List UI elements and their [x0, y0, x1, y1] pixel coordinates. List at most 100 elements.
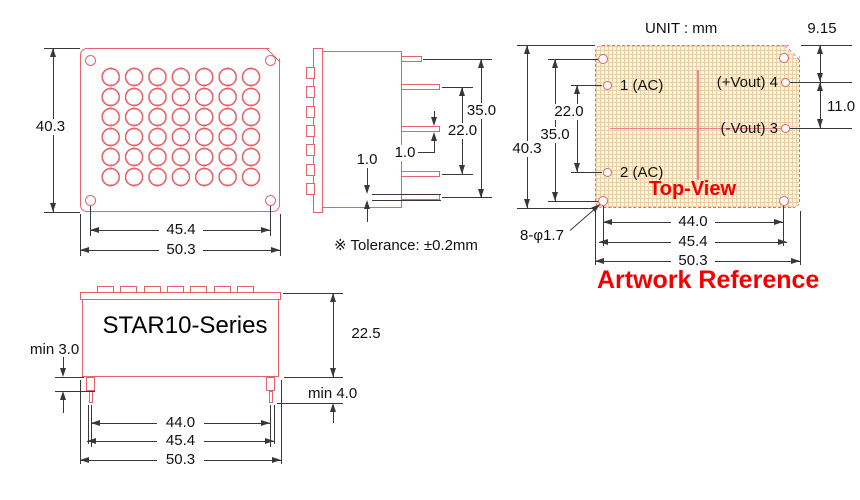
arrowhead [774, 219, 783, 225]
ext-line [517, 44, 595, 46]
vent-hole-grid [99, 67, 263, 187]
arrowhead [50, 48, 56, 57]
ext-line [423, 58, 492, 60]
ext-line [283, 292, 343, 294]
ext-line [270, 206, 271, 236]
pcb-hole-tr [779, 53, 789, 63]
arrowhead [778, 239, 787, 245]
vent-tab [306, 124, 315, 137]
elevation-body [82, 299, 279, 377]
left-pin-shoulder [86, 377, 95, 391]
arrowhead [552, 192, 558, 201]
centerline-vertical [697, 70, 699, 180]
ext-line [80, 214, 81, 256]
pcb-hole-tl [598, 54, 608, 64]
mount-hole-tl [84, 54, 96, 66]
ext-line [799, 211, 801, 265]
pin-4 [401, 171, 440, 177]
pcb-hole-bl [598, 196, 608, 206]
vent-tab [306, 67, 315, 79]
dim-line-vout-pitch [820, 82, 821, 128]
model-label: STAR10-Series [102, 312, 268, 339]
arrowhead [459, 87, 465, 96]
arrowhead [80, 457, 89, 463]
ext-line [277, 402, 343, 404]
arrowhead [60, 368, 66, 377]
dim-label-pcb-width: 50.3 [671, 253, 715, 269]
pad-pin2 [602, 167, 612, 177]
dim-label-pin-span: 35.0 [463, 103, 500, 119]
dim-label-pin-outer: 45.4 [157, 433, 204, 449]
dim-label-pin-pitch: 22.0 [444, 123, 481, 139]
pcb-hole-br [779, 196, 789, 206]
left-pin-tip [88, 391, 93, 403]
ext-line [279, 214, 281, 256]
dim-label-front-height: 40.3 [29, 119, 72, 135]
arrowhead [330, 368, 336, 377]
leader-line [417, 152, 434, 153]
pad-pin4 [780, 77, 790, 87]
ext-line [548, 58, 598, 60]
arrowhead [261, 420, 270, 426]
ext-line [603, 206, 604, 246]
arrowhead [364, 200, 370, 209]
arrowhead [364, 185, 370, 194]
vent-tab [306, 163, 315, 176]
ext-line [62, 357, 64, 369]
ext-line [571, 171, 602, 173]
arrowhead [50, 203, 56, 212]
pin1-label: 1 (AC) [620, 77, 664, 94]
ext-line [372, 193, 441, 195]
arrowhead [603, 219, 612, 225]
vent-tab [306, 86, 315, 99]
dim-label-hole-span-h: 44.0 [671, 214, 715, 230]
dim-label-vout-pitch: 11.0 [827, 98, 856, 115]
arrowhead [431, 117, 437, 126]
ext-line [44, 211, 80, 213]
pin4-label: (+Vout) 4 [716, 74, 778, 91]
mount-hole-bl [84, 194, 96, 206]
pin2-label: 2 (AC) [620, 164, 664, 181]
vent-tab [306, 105, 315, 118]
arrowhead [330, 403, 336, 412]
arrowhead [330, 293, 336, 302]
vent-tab [306, 182, 315, 195]
arrowhead [431, 132, 437, 141]
ext-line [442, 173, 473, 175]
ext-line [571, 84, 602, 86]
ext-line [62, 400, 64, 413]
dim-label-width: 50.3 [157, 452, 204, 468]
dim-label-front-width: 50.3 [159, 242, 203, 258]
arrowhead [595, 258, 604, 264]
dim-line-pin-span [481, 59, 482, 198]
ext-line [273, 405, 275, 444]
arrowhead [271, 247, 280, 253]
ext-line [442, 196, 492, 198]
arrowhead [91, 420, 100, 426]
arrowhead [574, 163, 580, 172]
ext-line [55, 390, 95, 392]
ext-line [284, 376, 343, 378]
arrowhead [524, 199, 530, 208]
artwork-caption: Artwork Reference [597, 266, 820, 294]
ext-line [366, 208, 368, 222]
right-pin-tip [268, 391, 273, 403]
ext-line [280, 380, 282, 464]
top-view-title: Top-View [649, 178, 737, 200]
ext-line [433, 111, 435, 122]
arrowhead [524, 45, 530, 54]
side-vent-tabs [306, 67, 315, 195]
dim-label-pin-span: 45.4 [671, 234, 715, 250]
pin-2 [401, 84, 440, 90]
ext-line [270, 405, 271, 447]
dim-label-hole-span-v: 35.0 [535, 127, 575, 143]
arrowhead [552, 59, 558, 68]
pin3-label: (-Vout) 3 [720, 120, 778, 137]
arrowhead [60, 391, 66, 400]
pad-pin3 [780, 123, 790, 133]
dim-label-body-height: 22.5 [345, 326, 387, 342]
dim-label-pcb-height: 40.3 [506, 141, 548, 157]
vent-tab [306, 144, 315, 157]
